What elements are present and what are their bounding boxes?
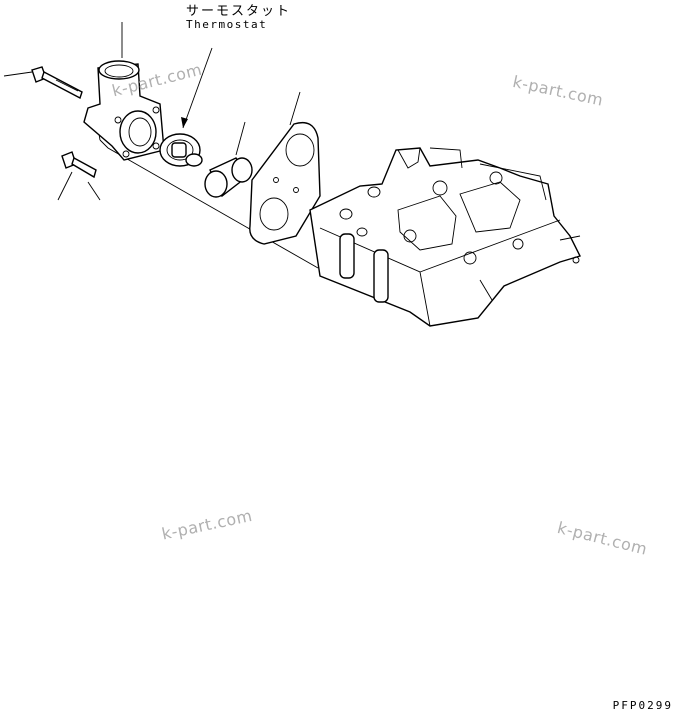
water-outlet-housing [83,60,165,161]
gasket [249,121,321,245]
thermostat [159,133,203,167]
short-bolt [61,151,97,179]
leader-lines [3,22,319,269]
long-bolt [31,66,83,100]
seal-ring [204,157,253,198]
thermostat-label-en: Thermostat [186,18,268,31]
cylinder-head [309,147,581,327]
drawing-code: PFP0299 [612,699,673,712]
thermostat-label-jp: サーモスタット [186,4,292,19]
